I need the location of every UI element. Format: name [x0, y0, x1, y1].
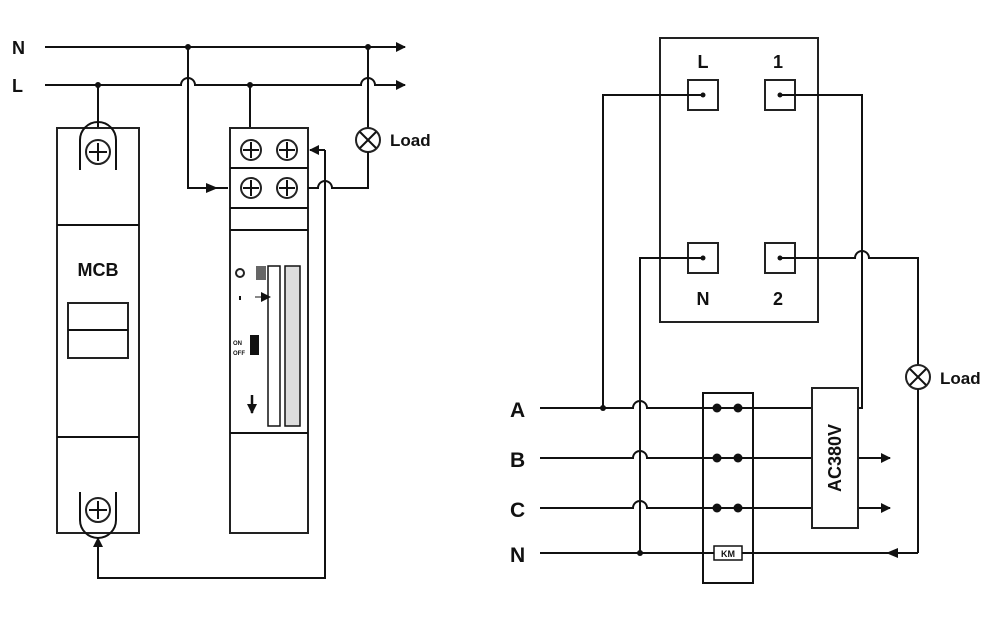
- load-label-right: Load: [940, 369, 981, 388]
- terminal-l-label: L: [698, 52, 709, 72]
- output-2-wire: [780, 250, 919, 365]
- coil-label: AC380V: [825, 424, 845, 492]
- load-lamp-icon: [905, 364, 931, 390]
- terminal-2-label: 2: [773, 289, 783, 309]
- phase-c-label: C: [510, 499, 525, 522]
- live-line: [45, 77, 406, 90]
- mcb-label: MCB: [78, 260, 119, 280]
- l-terminal-wire: [602, 94, 703, 408]
- output-to-mcb-wire: [93, 150, 326, 579]
- time-dial[interactable]: [267, 265, 281, 427]
- contactor-km: KM: [702, 392, 754, 584]
- neutral-to-timer-wire: [187, 47, 228, 189]
- single-phase-diagram: N L MCB: [12, 38, 431, 579]
- live-line-label: L: [12, 76, 23, 96]
- terminal-screws: [240, 139, 298, 199]
- terminal-n-label: N: [697, 289, 710, 309]
- contactor-label: KM: [721, 549, 735, 559]
- mcb-breaker: MCB: [56, 121, 140, 539]
- phase-a-label: A: [510, 399, 525, 422]
- mode-switch[interactable]: [250, 335, 259, 355]
- load-wire: [308, 152, 369, 189]
- off-label: OFF: [233, 351, 245, 357]
- clock-icon: [235, 268, 245, 278]
- three-phase-diagram: L 1 N 2 A B C N Load KM: [510, 37, 981, 584]
- phase-a-line: [540, 400, 812, 409]
- neutral-line-label: N: [12, 38, 25, 58]
- on-label: ON: [233, 341, 242, 347]
- load-lamp-icon: [355, 127, 381, 153]
- phase-b-label: B: [510, 449, 525, 472]
- neutral-label: N: [510, 544, 525, 567]
- terminal-1-label: 1: [773, 52, 783, 72]
- timer-switch: ON OFF: [229, 127, 309, 534]
- n-terminal-wire: [639, 257, 703, 553]
- coil-ac380v: AC380V: [811, 387, 859, 529]
- load-label: Load: [390, 131, 431, 150]
- segment-pins[interactable]: [284, 265, 301, 427]
